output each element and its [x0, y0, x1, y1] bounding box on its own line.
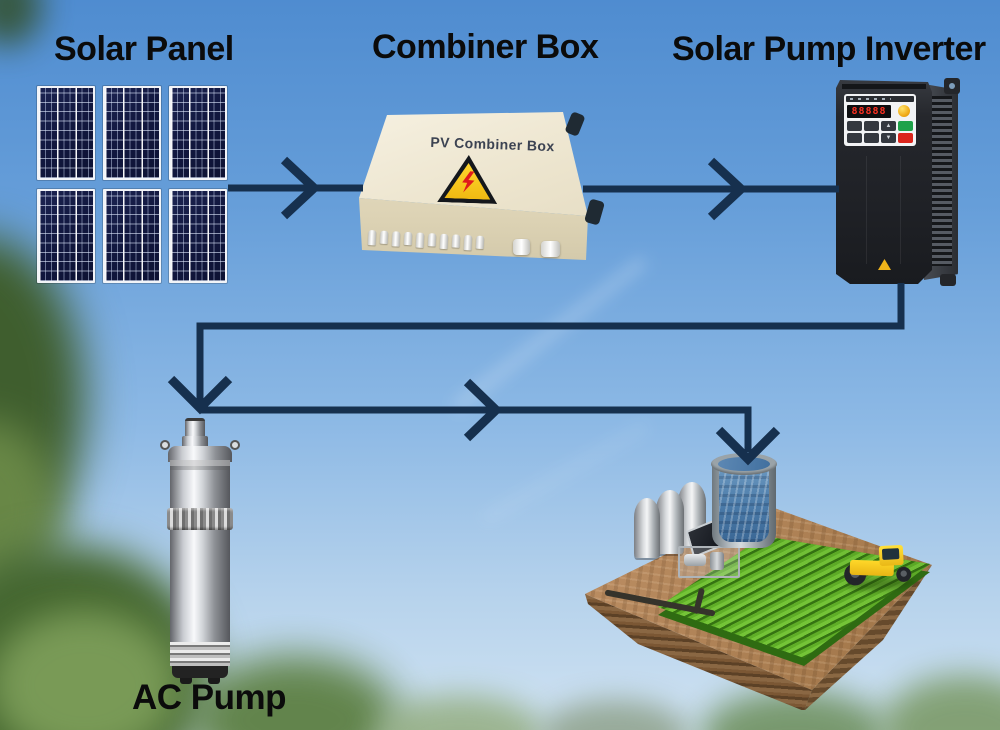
solar-panel-array — [37, 86, 227, 283]
solar-panel-module — [37, 189, 95, 283]
pump-eyelet-right — [230, 440, 240, 450]
inverter-heatsink-fins — [932, 96, 952, 266]
cable-gland-2 — [541, 241, 560, 257]
pump-foot — [208, 678, 220, 684]
pump-eyelet-left — [160, 440, 170, 450]
solar-panel-module — [169, 86, 227, 180]
lightning-bolt-icon — [459, 170, 478, 199]
arrowhead-combiner-to-inverter — [707, 157, 748, 221]
inverter-keypad-header — [846, 96, 914, 102]
pump-foot — [180, 678, 192, 684]
solar-panel-title: Solar Panel — [54, 30, 234, 68]
inverter-keypad: 88888 ▲ ▼ — [844, 94, 916, 146]
skid-pump-a — [684, 554, 706, 566]
inverter-button — [864, 133, 879, 143]
pump-bottom-ribs — [170, 642, 230, 666]
arrow-pump-branch-to-field — [200, 406, 752, 452]
inverter-mount-hole — [949, 83, 955, 89]
inverter-down-button: ▼ — [881, 133, 896, 143]
arrowhead-branch-to-tank — [715, 426, 781, 466]
inverter-title: Solar Pump Inverter — [672, 30, 986, 68]
pump-shoulder — [168, 446, 232, 462]
inverter-run-button — [898, 121, 913, 131]
ac-pump-image — [138, 414, 262, 690]
skid-pump-b — [710, 552, 724, 570]
inverter-button — [847, 133, 862, 143]
inverter-knob — [898, 105, 910, 117]
inverter-button-grid: ▲ ▼ — [847, 121, 913, 143]
water-tank-surface — [718, 457, 770, 471]
arrow-inverter-to-pump — [196, 283, 905, 410]
combiner-box-image: PV Combiner Box — [350, 100, 615, 265]
pump-base-cap — [172, 666, 228, 678]
inverter-top-strip — [842, 84, 926, 89]
inverter-mount-tab-bottom — [940, 274, 956, 286]
irrigation-field-scene — [578, 448, 1000, 710]
inverter-seam — [866, 156, 867, 264]
pump-lower-body — [170, 530, 230, 642]
pump-outlet-nipple — [185, 418, 205, 436]
inverter-stop-button — [898, 133, 913, 143]
storage-tank-2 — [656, 490, 684, 554]
inverter-up-button: ▲ — [881, 121, 896, 131]
solar-pump-inverter-image: 88888 ▲ ▼ — [836, 76, 962, 290]
solar-panel-module — [37, 86, 95, 180]
inverter-button — [864, 121, 879, 131]
cable-gland-1 — [513, 239, 530, 255]
solar-panel-module — [103, 189, 161, 283]
arrowhead-solar-to-combiner — [280, 156, 321, 220]
tree-blur-bottom-left-light — [0, 610, 180, 730]
pump-ribbed-band — [167, 508, 233, 530]
ac-pump-label: AC Pump — [132, 678, 287, 717]
pump-upper-body — [170, 460, 230, 510]
solar-panel-module — [169, 189, 227, 283]
water-tank — [708, 450, 780, 552]
inverter-button — [847, 121, 862, 131]
water-tank-water — [719, 464, 769, 542]
inverter-seam — [900, 156, 901, 264]
inverter-warning-icon — [878, 259, 891, 270]
inverter-display: 88888 — [847, 105, 891, 118]
combiner-box-title: Combiner Box — [372, 28, 599, 66]
storage-tank-1 — [634, 498, 660, 558]
arrowhead-branch-mid — [463, 378, 503, 442]
solar-panel-module — [103, 86, 161, 180]
